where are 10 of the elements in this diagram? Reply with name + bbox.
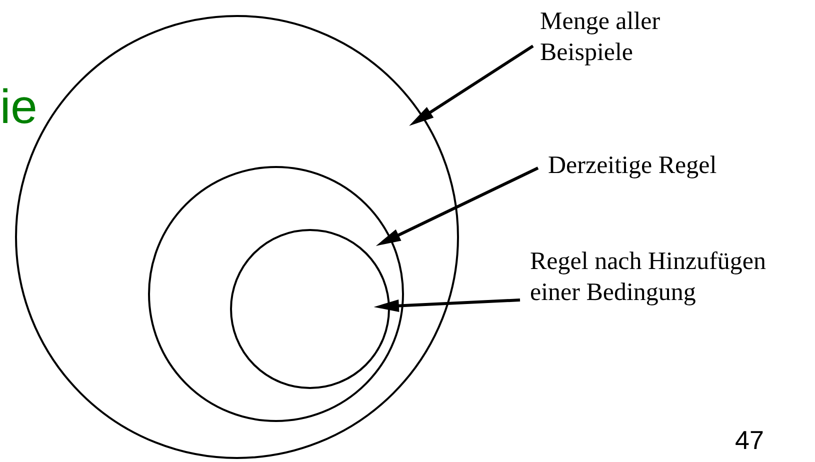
callout-text: Regel nach Hinzufügen einer Bedingung (530, 246, 810, 308)
arrow (374, 298, 520, 312)
arrow (409, 44, 534, 126)
arrow (376, 166, 539, 246)
page-number: 47 (735, 425, 764, 456)
title-fragment: ie (0, 80, 38, 135)
callout-text: Derzeitige Regel (548, 150, 808, 181)
set-circle (230, 229, 390, 389)
callout-text: Menge aller Beispiele (540, 6, 740, 68)
set-circle (148, 166, 404, 422)
